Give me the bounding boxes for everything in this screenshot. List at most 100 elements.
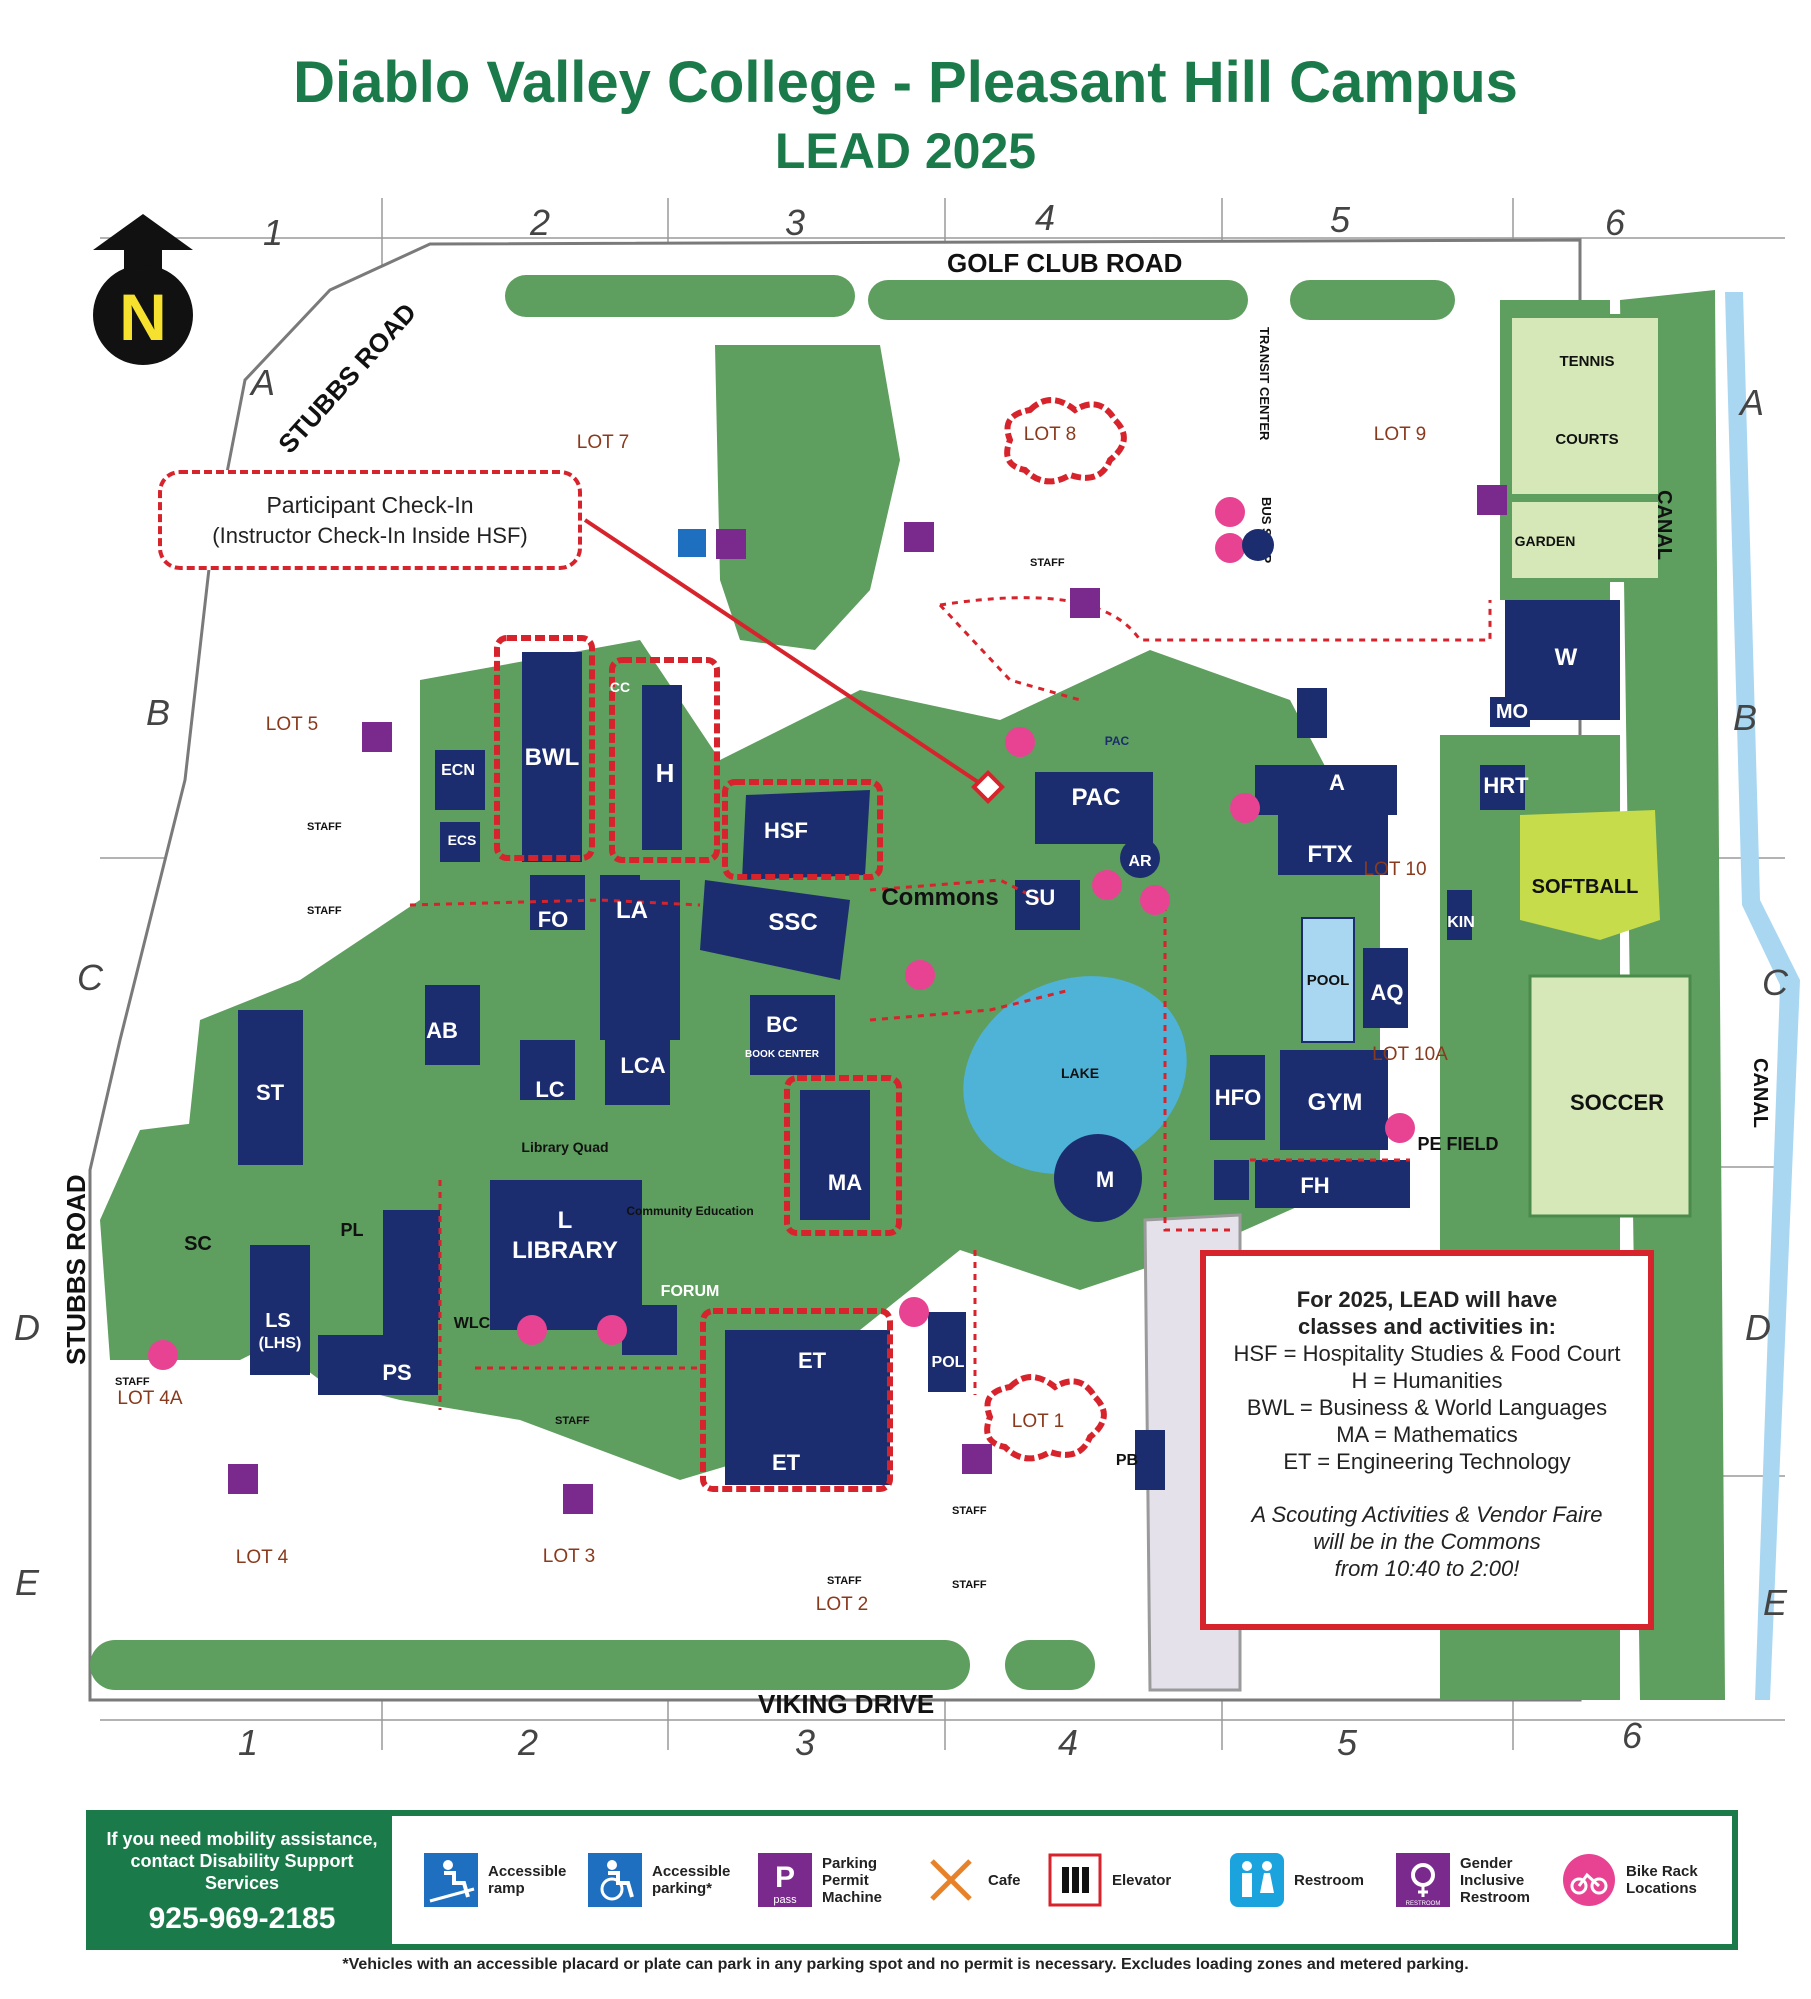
grid-row-right: C bbox=[1762, 962, 1789, 1003]
svg-text:P: P bbox=[775, 1861, 795, 1894]
bike-rack-icon bbox=[1563, 1854, 1615, 1906]
participant-checkin-callout: Participant Check-In (Instructor Check-I… bbox=[158, 470, 582, 570]
legend-restroom: Restroom bbox=[1230, 1834, 1364, 1926]
building-ecn: ECN bbox=[441, 762, 475, 779]
building-cc: CC bbox=[610, 679, 630, 695]
building-pb: PB bbox=[1116, 1452, 1138, 1469]
soccer-field bbox=[1528, 974, 1692, 1218]
building-h: H bbox=[656, 758, 675, 788]
building-kin: KIN bbox=[1447, 914, 1475, 931]
info-line: MA = Mathematics bbox=[1336, 1422, 1518, 1447]
tennis-courts bbox=[1508, 314, 1662, 498]
legend-label: Parking Permit Machine bbox=[822, 1854, 883, 1906]
staff-label: STAFF bbox=[307, 905, 342, 917]
staff-label: STAFF bbox=[952, 1579, 987, 1591]
building-et-top: ET bbox=[798, 1348, 827, 1373]
lot-4: LOT 4 bbox=[236, 1547, 289, 1568]
staff-label: STAFF bbox=[307, 821, 342, 833]
bike-rack-icon bbox=[1092, 870, 1122, 900]
transit-center-label: TRANSIT CENTER bbox=[1257, 327, 1272, 441]
bike-rack-icon bbox=[1140, 885, 1170, 915]
grid-col-bottom: 1 bbox=[238, 1722, 258, 1763]
info-line: HSF = Hospitality Studies & Food Court bbox=[1233, 1341, 1621, 1366]
grid-row-left: E bbox=[15, 1562, 40, 1603]
bike-rack-icon bbox=[899, 1297, 929, 1327]
gender-inclusive-restroom-icon: RESTROOM bbox=[1396, 1853, 1450, 1907]
phone-number[interactable]: 925-969-2185 bbox=[148, 1902, 336, 1935]
building-gym: GYM bbox=[1308, 1089, 1363, 1116]
road-golf-club: GOLF CLUB ROAD bbox=[947, 248, 1182, 278]
building-ecs: ECS bbox=[448, 832, 477, 848]
building-ar: AR bbox=[1128, 853, 1152, 870]
legend-label: Gender Inclusive Restroom bbox=[1460, 1854, 1531, 1906]
bike-rack-icon bbox=[597, 1315, 627, 1345]
lead-buildings-outline bbox=[494, 397, 1127, 1492]
grid-col-bottom: 6 bbox=[1622, 1715, 1643, 1756]
grid-row-left: B bbox=[146, 692, 170, 733]
parking-permit-icon bbox=[716, 529, 746, 559]
map-subtitle: LEAD 2025 bbox=[774, 123, 1037, 179]
staff-label: STAFF bbox=[1030, 557, 1065, 569]
lot-2: LOT 2 bbox=[816, 1594, 868, 1615]
building-ma: MA bbox=[828, 1170, 862, 1195]
tennis-label: TENNIS bbox=[1559, 353, 1614, 370]
building-m: M bbox=[1096, 1167, 1114, 1192]
bike-rack-icon bbox=[1230, 793, 1260, 823]
grid-col-bottom: 5 bbox=[1337, 1722, 1358, 1763]
parking-permit-icon bbox=[1070, 588, 1100, 618]
building-fo: FO bbox=[538, 907, 569, 932]
svg-text:pass: pass bbox=[773, 1894, 797, 1906]
lot-10a: LOT 10A bbox=[1372, 1044, 1448, 1065]
pool bbox=[1301, 917, 1355, 1043]
grid-col-top: 5 bbox=[1330, 199, 1351, 240]
building-la: LA bbox=[616, 897, 648, 924]
library-quad-label: Library Quad bbox=[521, 1139, 608, 1155]
map-title: Diablo Valley College - Pleasant Hill Ca… bbox=[293, 50, 1518, 115]
grid-col-top: 6 bbox=[1605, 202, 1626, 243]
legend-accessible-parking: Accessible parking* bbox=[588, 1834, 748, 1926]
building-ssc: SSC bbox=[768, 909, 817, 936]
info-line: A Scouting Activities & Vendor Faire bbox=[1251, 1502, 1603, 1527]
info-line: ET = Engineering Technology bbox=[1283, 1449, 1571, 1474]
legend-elevator: Elevator bbox=[1048, 1834, 1171, 1926]
building-su: SU bbox=[1025, 885, 1056, 910]
accessible-ramp-icon bbox=[424, 1853, 478, 1907]
legend-accessible-ramp: Accessible ramp bbox=[424, 1834, 584, 1926]
lot-4a: LOT 4A bbox=[117, 1388, 182, 1409]
building-hfo: HFO bbox=[1215, 1085, 1261, 1110]
building-forum: FORUM bbox=[661, 1283, 720, 1300]
bike-rack-icon bbox=[1385, 1113, 1415, 1143]
parking-permit-icon bbox=[228, 1464, 258, 1494]
grid-col-top: 1 bbox=[263, 212, 283, 253]
building-pac: PAC bbox=[1072, 784, 1121, 811]
lead-info-box: For 2025, LEAD will have classes and act… bbox=[1200, 1250, 1654, 1630]
building-fh: FH bbox=[1300, 1173, 1329, 1198]
soccer-label: SOCCER bbox=[1570, 1090, 1664, 1115]
grid-row-left: D bbox=[14, 1307, 40, 1348]
garden-label: GARDEN bbox=[1515, 533, 1576, 549]
lot-10: LOT 10 bbox=[1363, 859, 1426, 880]
building-pl: PL bbox=[340, 1220, 363, 1240]
legend-label: Accessible ramp bbox=[488, 1863, 567, 1897]
staff-label: STAFF bbox=[115, 1376, 150, 1388]
staff-label: STAFF bbox=[555, 1415, 590, 1427]
info-line: will be in the Commons bbox=[1313, 1529, 1541, 1554]
checkin-title: Participant Check-In bbox=[266, 492, 474, 518]
svg-text:RESTROOM: RESTROOM bbox=[1406, 1901, 1441, 1907]
building-ps: PS bbox=[382, 1360, 411, 1385]
building-a-top: A bbox=[1360, 683, 1374, 705]
info-line: For 2025, LEAD will have bbox=[1296, 1287, 1558, 1312]
bike-rack-icon bbox=[1005, 727, 1035, 757]
legend-cafe: Cafe bbox=[924, 1834, 1021, 1926]
building-w: W bbox=[1555, 644, 1578, 671]
grid-col-bottom: 4 bbox=[1058, 1722, 1078, 1763]
building-aq: AQ bbox=[1371, 980, 1404, 1005]
bike-rack-icon bbox=[1215, 497, 1245, 527]
softball-field bbox=[1520, 810, 1660, 940]
lot-3: LOT 3 bbox=[543, 1546, 595, 1567]
building-hrt: HRT bbox=[1483, 773, 1529, 798]
parking-permit-icon bbox=[1477, 485, 1507, 515]
parking-permit-icon bbox=[563, 1484, 593, 1514]
legend-bike-rack: Bike Rack Locations bbox=[1562, 1834, 1722, 1926]
